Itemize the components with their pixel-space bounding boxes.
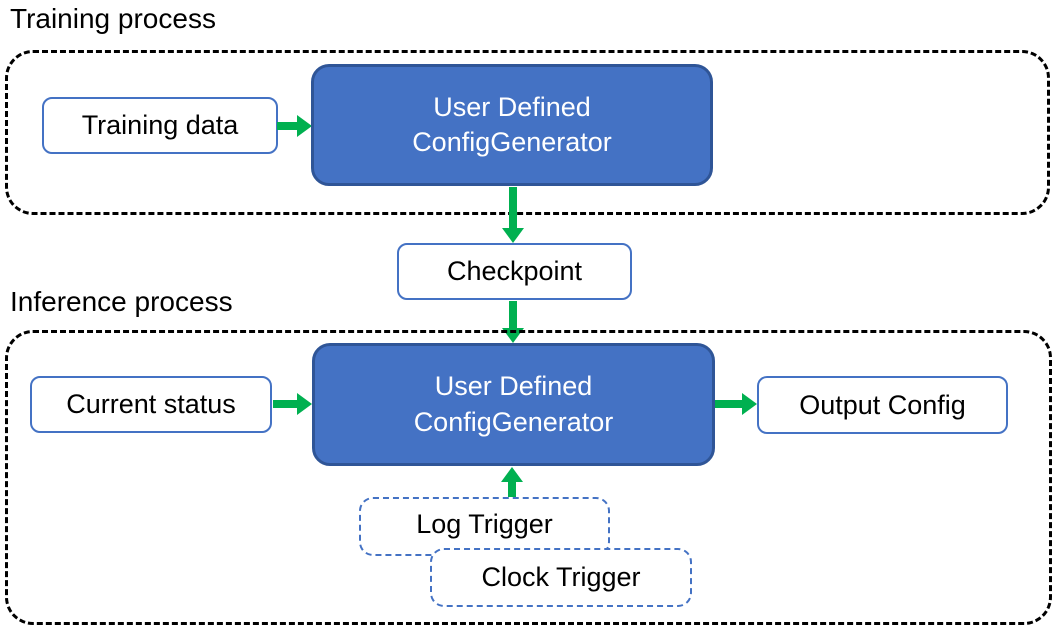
arrow-shaft: [277, 122, 299, 130]
generator-label-line1: User Defined: [434, 371, 593, 402]
training-process-container: [5, 50, 1050, 215]
inference-process-label: Inference process: [10, 286, 233, 317]
arrow-head: [742, 393, 757, 415]
current-status-box: Current status: [30, 376, 272, 433]
arrow-shaft: [508, 480, 516, 497]
generator-label-line2: ConfigGenerator: [412, 127, 612, 157]
generator-label-line2: ConfigGenerator: [413, 406, 614, 437]
checkpoint-box: Checkpoint: [397, 243, 632, 300]
arrow-head: [297, 115, 312, 137]
inference-config-generator-box: User Defined ConfigGenerator: [312, 343, 715, 466]
training-process-label: Training process: [10, 3, 216, 34]
arrow-generator-to-checkpoint-icon: [502, 187, 524, 243]
checkpoint-label: Checkpoint: [446, 256, 583, 286]
arrow-generator-to-output-config-icon: [715, 393, 757, 415]
arrow-current-status-to-generator-icon: [273, 393, 312, 415]
arrow-head: [502, 228, 524, 243]
current-status-label: Current status: [66, 389, 236, 419]
arrow-head: [501, 467, 523, 482]
arrow-shaft: [509, 301, 517, 330]
log-trigger-label: Log Trigger: [416, 509, 553, 539]
training-data-label: Training data: [81, 110, 239, 140]
arrow-shaft: [715, 400, 744, 408]
training-data-box: Training data: [42, 97, 278, 154]
arrow-shaft: [273, 400, 299, 408]
arrow-head: [297, 393, 312, 415]
training-config-generator-box: User Defined ConfigGenerator: [311, 64, 713, 186]
output-config-box: Output Config: [757, 376, 1008, 434]
generator-label-line1: User Defined: [433, 91, 591, 122]
output-config-label: Output Config: [799, 389, 966, 420]
arrow-triggers-to-generator-icon: [501, 467, 523, 497]
arrow-shaft: [509, 187, 517, 230]
arrow-training-data-to-generator-icon: [277, 115, 312, 137]
clock-trigger-label: Clock Trigger: [481, 562, 641, 592]
inference-process-container: [5, 330, 1052, 625]
clock-trigger-box: Clock Trigger: [430, 548, 692, 607]
